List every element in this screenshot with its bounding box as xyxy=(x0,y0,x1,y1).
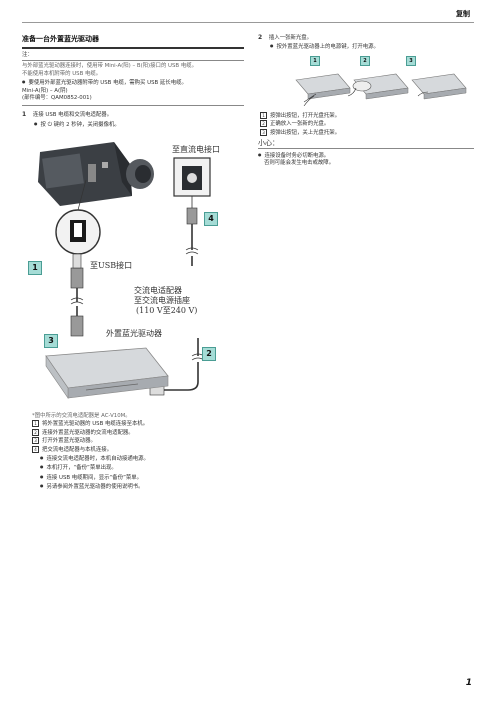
num-1: 1 xyxy=(32,420,39,428)
fig-badge-3: 3 xyxy=(406,55,416,66)
drive-fig-3 xyxy=(411,73,467,100)
footnote: *图中所示的交流电适配器是 AC-V10M。 xyxy=(32,413,131,419)
list-text-4: 把交流电适配器与本机连接。 xyxy=(42,446,113,453)
rnum-2: 2 xyxy=(260,120,267,128)
label-usb-port: 至USB接口 xyxy=(90,261,133,270)
list-text-3: 打开外置蓝光驱动器。 xyxy=(42,438,96,445)
bluray-drive-illustration xyxy=(45,347,169,399)
section-title: 准备一台外置蓝光驱动器 xyxy=(22,35,99,43)
bullet-d: 另请参阅外置蓝光驱动器的使用说明书。 xyxy=(40,482,242,491)
num-4: 4 xyxy=(32,445,39,453)
step-1-number: 1 xyxy=(22,111,27,119)
connection-diagram: 至直流电接口 至USB接口 交流电适配器 至交流电源插座 (110 V至240 … xyxy=(26,134,244,404)
step-2-text: 插入一张新光盘。 xyxy=(268,35,313,41)
drive-fig-2 xyxy=(347,73,409,100)
tray-figures: 1 2 3 xyxy=(258,55,474,106)
note-rule xyxy=(22,60,244,62)
dc-plug xyxy=(186,207,198,225)
camcorder-illustration xyxy=(38,142,154,206)
caution-bullet: 连接设备时务必切断电源。 xyxy=(258,151,474,160)
label-dc-port: 至直流电接口 xyxy=(172,145,220,154)
list-text-2: 连接外置蓝光驱动器的交流电适配器。 xyxy=(42,429,134,436)
badge-4: 4 xyxy=(204,212,218,226)
num-2: 2 xyxy=(32,428,39,436)
step-2-number: 2 xyxy=(258,34,263,41)
title-rule xyxy=(22,47,244,49)
caution-line-2: 否则可能会发生电击或故障。 xyxy=(264,160,335,167)
header-rule xyxy=(22,22,474,23)
badge-3: 3 xyxy=(44,334,58,348)
caution-rule xyxy=(258,148,474,150)
list-text-1: 将外置蓝光驱动器的 USB 电缆连接至本机。 xyxy=(42,421,149,428)
fig-badge-1: 1 xyxy=(310,55,320,66)
bullet-c: 连接 USB 电缆期间，显示“备份”菜单。 xyxy=(40,473,242,482)
step-2: 2 插入一张新光盘。 xyxy=(258,34,474,42)
left-column: 准备一台外置蓝光驱动器 注： 与外部蓝光驱动器连接时，使用带 Mini-A(阳)… xyxy=(22,34,244,129)
fig-badge-2: 2 xyxy=(360,55,370,66)
badge-2: 2 xyxy=(202,347,216,361)
right-column: 2 插入一张新光盘。 按外置蓝光驱动器上的电源键，打开电源。 1 xyxy=(258,34,474,168)
tray-illustrations xyxy=(295,73,467,106)
note-line-2: 不能使用本机附带的 USB 电缆。 xyxy=(22,70,102,77)
page-number: 1 xyxy=(465,678,472,688)
cable-line: Mini-A(阳) – A(阴) xyxy=(22,87,68,94)
right-list-text-2: 正确放入一张新的光盘。 xyxy=(270,121,330,128)
connection-illustration xyxy=(38,142,211,399)
rnum-1: 1 xyxy=(260,111,267,119)
badge-1: 1 xyxy=(28,261,42,275)
bullet-b: 本机打开，“备份”菜单出现。 xyxy=(40,463,242,472)
note-line-1: 与外部蓝光驱动器连接时，使用带 Mini-A(阳) – B(阳)接口的 USB … xyxy=(22,63,198,70)
bullet-a: 连接交流电适配器时，本机自动接通电源。 xyxy=(40,454,242,463)
right-list-text-1: 按弹出按钮，打开光盘托架。 xyxy=(270,112,341,119)
note-label: 注： xyxy=(22,52,33,58)
note-bullet: 要使用外部蓝光驱动器附带的 USB 电缆，需购买 USB 延长电缆。 xyxy=(22,78,244,87)
step-1-sub: 按 ⏻ 键约 2 秒钟，关闭摄像机。 xyxy=(34,120,244,129)
num-3: 3 xyxy=(32,437,39,445)
label-ac-outlet: 至交流电源插座 xyxy=(134,296,190,305)
header-title: 复制 xyxy=(456,10,470,18)
drive-fig-1 xyxy=(295,73,351,106)
part-number: (部件编号：QAM0852-001) xyxy=(22,95,92,102)
page-header: 复制 xyxy=(0,8,496,24)
label-voltage: (110 V至240 V) xyxy=(136,306,198,315)
note-end-rule xyxy=(22,105,244,107)
step-1: 1 连接 USB 电缆和交流电适配器。 xyxy=(22,111,244,119)
step-2-sub: 按外置蓝光驱动器上的电源键，打开电源。 xyxy=(270,42,474,51)
label-external-drive: 外置蓝光驱动器 xyxy=(106,329,162,338)
caution-label: 小心： xyxy=(258,139,279,148)
step-1-text: 连接 USB 电缆和交流电适配器。 xyxy=(32,112,113,119)
label-ac-adapter: 交流电适配器 xyxy=(134,286,182,295)
rnum-3: 3 xyxy=(260,128,267,136)
right-list-text-3: 按弹出按钮，关上光盘托架。 xyxy=(270,129,341,136)
usb-plug xyxy=(70,267,84,289)
